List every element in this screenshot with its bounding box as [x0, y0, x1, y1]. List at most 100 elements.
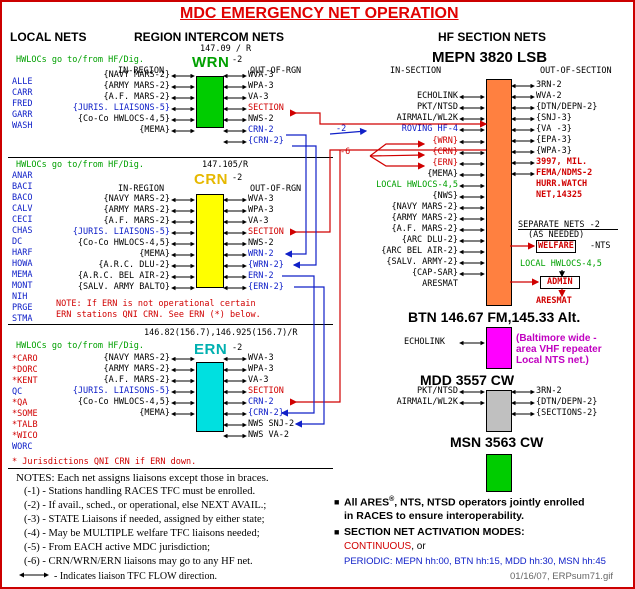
crn-frequency: 147.105/R — [202, 160, 249, 170]
mepn-out-of-section-liaison: 3997, MIL. — [536, 157, 588, 167]
ern-hwloc-note: HWLOCs go to/from HF/Dig. — [16, 341, 144, 351]
crn-out-of-region-liaison: WVA-3 — [248, 194, 274, 204]
wrn-in-region-liaison: {JURIS. LIAISONS-5} — [72, 103, 170, 113]
mepn-out-label: OUT-OF-SECTION — [540, 66, 612, 76]
wrn-suffix: -2 — [232, 55, 243, 65]
ares-registered: ® — [389, 496, 395, 503]
ern-local-jurisdiction: WORC — [12, 442, 33, 452]
mepn-in-section-liaison: {WRN} — [432, 136, 458, 146]
ern-local-jurisdiction: *TALB — [12, 420, 38, 430]
crn-local-jurisdiction: MEMA — [12, 270, 33, 280]
crn-note-line1: NOTE: If ERN is not operational certain — [56, 299, 256, 309]
ern-local-jurisdiction: *WICO — [12, 431, 38, 441]
note-line: (-1) - Stations handling RACES TFC must … — [24, 486, 256, 497]
wrn-out-of-region-liaison: SECTION — [248, 103, 284, 113]
mepn-title: MEPN 3820 LSB — [432, 49, 548, 66]
wrn-out-of-region-liaison: NWS-2 — [248, 114, 274, 124]
header-local: LOCAL NETS — [10, 30, 87, 44]
crn-local-jurisdiction: NIH — [12, 292, 28, 302]
mdd-out-of-section-liaison: {DTN/DEPN-2} — [536, 397, 598, 407]
mepn-in-section-liaison: {CRN} — [432, 147, 458, 157]
mepn-local-hwlocs: LOCAL HWLOCS-4,5 — [520, 259, 602, 269]
wrn-in-region-liaison: {Co-Co HWLOCS-4,5} — [77, 114, 170, 124]
page-title: MDC EMERGENCY NET OPERATION — [180, 5, 459, 22]
wrn-in-region-liaison: {ARMY MARS-2} — [103, 81, 170, 91]
wrn-local-jurisdiction: ALLE — [12, 77, 33, 87]
mepn-out-of-section-liaison: 3RN-2 — [536, 80, 562, 90]
wrn-local-jurisdiction: CARR — [12, 88, 33, 98]
crn-out-of-region-liaison: {WRN-2} — [248, 260, 284, 270]
activation-continuous: CONTINUOUS — [344, 541, 412, 552]
mepn-in-section-liaison: {NWS} — [432, 191, 458, 201]
mdd-in-section-liaison: PKT/NTSD — [417, 386, 458, 396]
wrn-out-of-region-liaison: WVA-3 — [248, 70, 274, 80]
ern-jurisdictions-note: * Jurisdictions QNI CRN if ERN down. — [12, 457, 197, 467]
mepn-in-section-liaison: ROVING HF-4 — [401, 124, 458, 134]
crn-out-of-region-liaison: ERN-2 — [248, 271, 274, 281]
header-hf: HF SECTION NETS — [438, 30, 547, 44]
ares-line1-a: All ARES — [344, 496, 390, 509]
crn-ern-link — [280, 275, 315, 417]
ern-in-region-liaison: {ARMY MARS-2} — [103, 364, 170, 374]
wrn-divider — [8, 157, 333, 158]
ern-section-link — [290, 150, 341, 406]
crn-net-bar — [196, 194, 224, 288]
mepn-net-bar — [486, 79, 512, 306]
activation-or: , or — [411, 541, 426, 552]
note-line: (-2) - If avail., sched., or operational… — [24, 500, 267, 511]
mepn-in-section-liaison: {ARC BEL AIR-2} — [381, 246, 458, 256]
crn-local-jurisdiction: MONT — [12, 281, 33, 291]
notes-head: NOTES: Each net assigns liaisons except … — [16, 472, 269, 484]
crn-in-region-liaison: {MEMA} — [139, 249, 170, 259]
wrn-in-region-label: IN-REGION — [118, 66, 165, 76]
wrn-local-jurisdiction: GARR — [12, 110, 33, 120]
crn-net-name: CRN — [194, 171, 228, 188]
mepn-separate-nets: SEPARATE NETS -2 — [518, 220, 600, 230]
wrn-frequency: 147.09 / R — [200, 44, 252, 54]
mepn-in-label: IN-SECTION — [390, 66, 442, 76]
ern-out-of-region-liaison: WVA-3 — [248, 353, 274, 363]
crn-local-jurisdiction: BACI — [12, 182, 33, 192]
btn-note-2: area VHF repeater — [516, 344, 602, 355]
crn-local-jurisdiction: CECI — [12, 215, 33, 225]
crn-in-region-liaison: {SALV. ARMY BALTO} — [77, 282, 170, 292]
mepn-in-section-liaison: {A.F. MARS-2} — [391, 224, 458, 234]
crn-out-of-region-liaison: WPA-3 — [248, 205, 274, 215]
wrn-hwloc-note: HWLOCs go to/from HF/Dig. — [16, 55, 144, 65]
bullet-1: ■ — [334, 497, 340, 507]
mepn-out-of-section-liaison: {SNJ-3} — [536, 113, 572, 123]
btn-net-bar — [486, 327, 512, 369]
mepn-out-of-section-liaison: HURR.WATCH — [536, 179, 588, 189]
mepn-in-section-liaison: {ARC DLU-2} — [401, 235, 458, 245]
mepn-out-of-section-liaison: {VA -3} — [536, 124, 572, 134]
wrn-out-of-region-liaison: {CRN-2} — [248, 136, 284, 146]
mepn-out-of-section-liaison: {DTN/DEPN-2} — [536, 102, 598, 112]
btn-note-1: (Baltimore wide - — [516, 333, 597, 344]
note-line: (-3) - STATE Liaisons if needed, assigne… — [24, 514, 265, 525]
mdd-net-bar — [486, 390, 512, 432]
mepn-in-section-liaison: {ARMY MARS-2} — [391, 213, 458, 223]
wrn-in-region-liaison: {A.F. MARS-2} — [103, 92, 170, 102]
ern-in-region-liaison: {JURIS. LIAISONS-5} — [72, 386, 170, 396]
msn-title: MSN 3563 CW — [450, 434, 544, 450]
mepn-in-section-liaison: {SALV. ARMY-2} — [386, 257, 458, 267]
crn-divider — [8, 324, 333, 325]
crn-local-jurisdiction: HOWA — [12, 259, 33, 269]
crn-in-region-liaison: {Co-Co HWLOCS-4,5} — [77, 238, 170, 248]
crn-local-jurisdiction: CALV — [12, 204, 33, 214]
wrn-net-bar — [196, 76, 224, 128]
crn-local-jurisdiction: STMA — [12, 314, 33, 324]
ern-out-of-region-liaison: NWS VA-2 — [248, 430, 289, 440]
mdd-in-section-liaison: AIRMAIL/WL2K — [396, 397, 458, 407]
ern-in-region-liaison: {NAVY MARS-2} — [103, 353, 170, 363]
ern-out-of-region-liaison: CRN-2 — [248, 397, 274, 407]
mepn-as-needed: (AS NEEDED) — [528, 230, 585, 240]
wrn-out-of-region-liaison: VA-3 — [248, 92, 269, 102]
mepn-in-section-liaison: {MEMA} — [427, 169, 458, 179]
crn-in-region-label: IN-REGION — [118, 184, 165, 194]
note-line: (-6) - CRN/WRN/ERN liaisons may go to an… — [24, 556, 253, 567]
mepn-fan-wrn — [369, 140, 426, 157]
crn-local-jurisdiction: DC — [12, 237, 23, 247]
mepn-in-section-liaison: {CAP-SAR} — [411, 268, 458, 278]
